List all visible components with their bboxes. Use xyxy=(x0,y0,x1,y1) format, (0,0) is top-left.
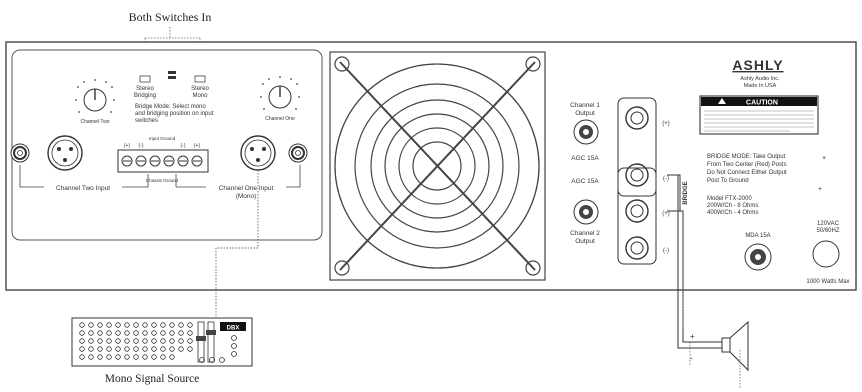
channel-2-output-label: Channel 2 xyxy=(570,230,600,237)
input-terminal-strip[interactable] xyxy=(117,149,209,173)
plus-marker: + xyxy=(818,186,822,193)
signal-wire xyxy=(215,170,259,320)
caution-label xyxy=(699,95,819,135)
channel-two-knob-label: Channel Two xyxy=(80,119,109,125)
speaker-minus-label: - xyxy=(690,354,693,363)
brand-origin: Made In USA xyxy=(744,83,777,89)
terminal-minus-label: (-) xyxy=(181,143,186,149)
model-label: Model FTX-2000 xyxy=(707,196,752,202)
output-minus-label: (-) xyxy=(663,176,669,182)
mono-signal-source-device xyxy=(71,317,253,367)
plus-marker: + xyxy=(822,155,826,162)
ch2-output-breaker[interactable] xyxy=(573,199,599,225)
fuse-bottom-label: AGC 15A xyxy=(571,178,599,185)
brand-logo: ASHLY xyxy=(732,57,783,73)
switch-indicator-icon xyxy=(168,76,176,79)
top-caption: Both Switches In xyxy=(129,10,212,24)
ch1-output-breaker[interactable] xyxy=(573,119,599,145)
bottom-caption: Mono Signal Source xyxy=(105,373,200,385)
channel-two-input-label: Channel Two Input xyxy=(56,185,110,192)
ch1-binding-posts[interactable] xyxy=(617,97,657,197)
mixer-badge: DBX xyxy=(227,326,240,332)
output-plus-label: (+) xyxy=(662,121,670,127)
output-minus-label: (-) xyxy=(663,248,669,254)
power-cord-entry xyxy=(812,240,840,268)
power-rating-label: 120VAC xyxy=(817,221,840,227)
power-rating-label: 50/60HZ xyxy=(816,228,839,234)
channel-one-input-label: Channel One Input xyxy=(219,185,274,192)
terminal-plus-label: (+) xyxy=(194,143,201,149)
speaker-icon xyxy=(721,320,749,388)
stereo-mono-label: Stereo xyxy=(191,86,209,92)
terminal-minus-label: (-) xyxy=(139,143,144,149)
chassis-ground-label: Chassis Ground xyxy=(146,178,179,183)
channel-one-knob-label: Channel One xyxy=(265,116,295,122)
bridge-mode-note: BRIDGE MODE: Take Output xyxy=(707,154,786,160)
channel-one-gain-knob[interactable] xyxy=(260,76,300,110)
output-plus-label: (+) xyxy=(662,211,670,217)
bridge-mode-note: Do Not Connect Either Output xyxy=(707,170,787,176)
main-breaker-label: MDA 15A xyxy=(745,233,770,239)
cooling-fan-grille xyxy=(329,51,546,281)
terminal-plus-label: (+) xyxy=(124,143,131,149)
bridge-mode-instruction: and bridging position on input xyxy=(135,111,214,117)
stereo-mono-label: Mono xyxy=(192,93,208,99)
bridge-vertical-label: BRIDGE xyxy=(683,181,689,204)
model-rating: 200W/Ch - 8 Ohms xyxy=(707,203,758,209)
stereo-bridging-label: Bridging xyxy=(134,93,156,99)
speaker-plus-label: + xyxy=(690,332,695,341)
stereo-bridging-switch[interactable] xyxy=(139,75,151,83)
watts-label: 1000 Watts Max xyxy=(806,279,849,285)
channel-2-output-label: Output xyxy=(575,238,595,245)
bridge-mode-note: From Two Center (Red) Posts xyxy=(707,162,787,168)
input-group-brackets xyxy=(19,165,301,188)
channel-1-output-label: Output xyxy=(575,110,595,117)
bridge-mode-instruction: Bridge Mode: Select mono xyxy=(135,104,206,110)
speaker-wiring-dashed xyxy=(682,290,691,366)
ch2-binding-posts[interactable] xyxy=(617,167,657,265)
channel-two-gain-knob[interactable] xyxy=(75,79,115,113)
channel-one-input-label: (Mono) xyxy=(236,193,257,200)
fuse-top-label: AGC 15A xyxy=(571,155,599,162)
bridge-mode-note: Post To Ground xyxy=(707,178,749,184)
bridge-mode-instruction: switches xyxy=(135,118,158,124)
input-ground-label: Input Ground xyxy=(149,136,176,141)
speaker-wiring xyxy=(667,174,727,349)
caution-heading: CAUTION xyxy=(746,100,778,107)
channel-two-xlr-input[interactable] xyxy=(47,135,83,171)
brand-company: Ashly Audio Inc. xyxy=(740,76,780,82)
channel-one-xlr-input[interactable] xyxy=(240,135,276,171)
switch-indicator-icon xyxy=(168,71,176,74)
channel-two-phone-jack[interactable] xyxy=(10,143,30,163)
stereo-mono-switch[interactable] xyxy=(194,75,206,83)
channel-1-output-label: Channel 1 xyxy=(570,102,600,109)
stereo-bridging-label: Stereo xyxy=(136,86,154,92)
channel-one-phone-jack[interactable] xyxy=(288,143,308,163)
main-breaker[interactable] xyxy=(744,243,772,271)
model-rating: 400W/Ch - 4 Ohms xyxy=(707,210,758,216)
